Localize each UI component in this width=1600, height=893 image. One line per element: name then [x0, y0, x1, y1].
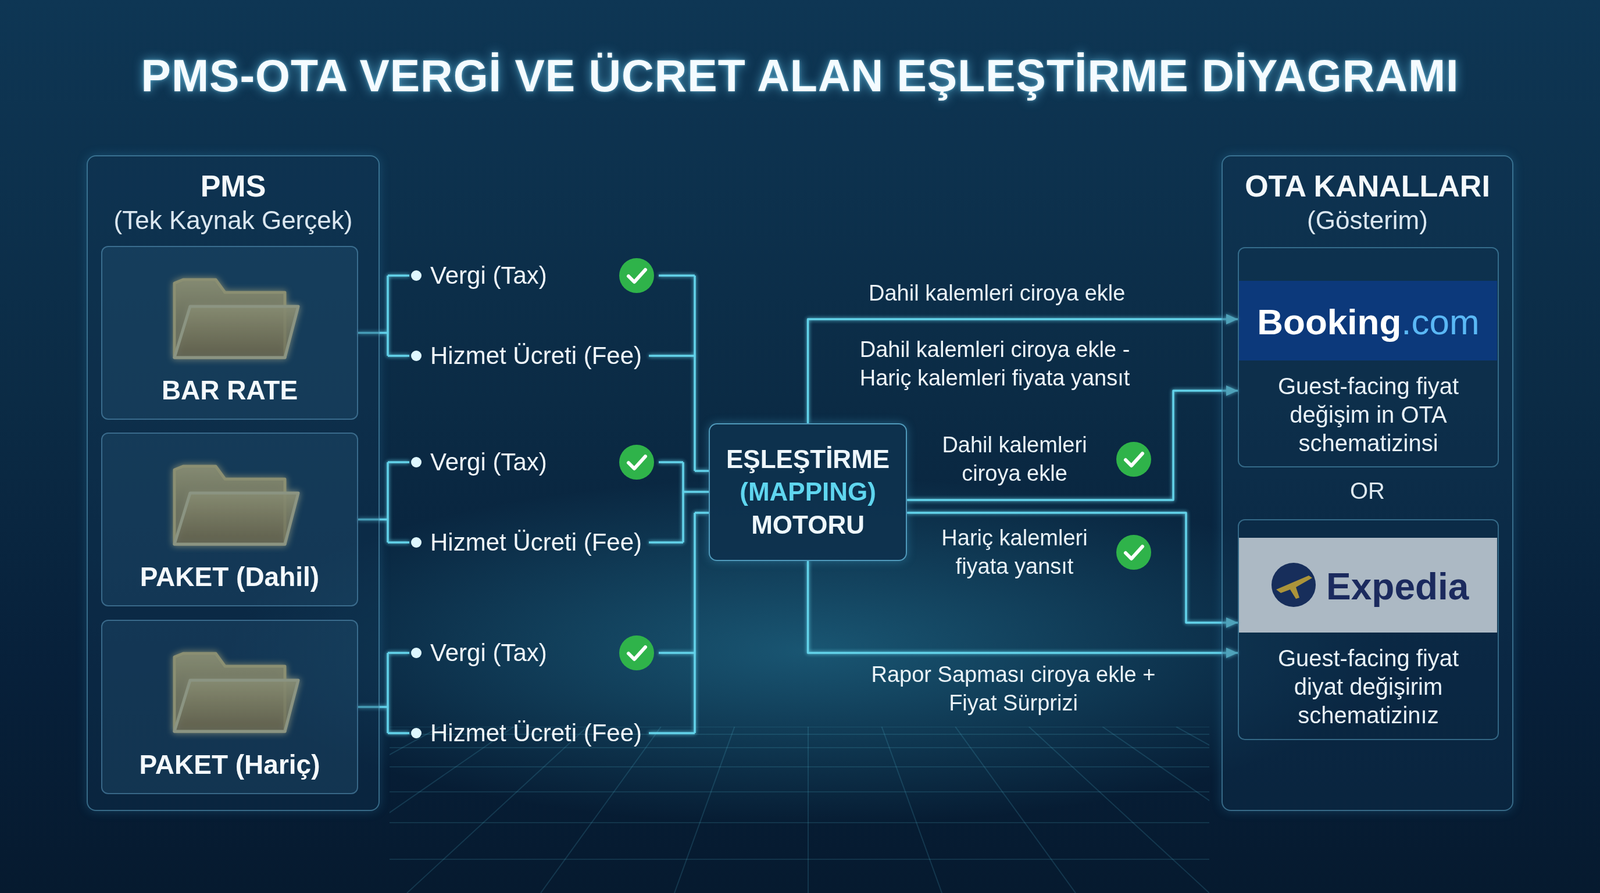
field-label: Hizmet Ücreti (Fee): [430, 341, 642, 370]
branch-dot: [411, 456, 422, 468]
grid-line: [955, 726, 1076, 893]
edge-label: Hariç kalemleri fiyata yansıt: [921, 523, 1108, 582]
edge-label: Rapor Sapması ciroya ekle + Fiyat Sürpri…: [870, 660, 1156, 719]
field-label: Vergi (Tax): [430, 261, 548, 290]
branch-dot: [411, 350, 422, 362]
connector: [808, 319, 1238, 424]
field-label: Vergi (Tax): [430, 638, 548, 667]
node-title: Booking: [1256, 301, 1402, 343]
logo-row: Expedia: [1238, 538, 1498, 634]
field-label: Vergi (Tax): [430, 448, 548, 477]
edge-label: Dahil kalemleri ciroya ekle: [921, 430, 1108, 489]
connector: [906, 390, 1238, 500]
branch-dots: [411, 270, 422, 739]
check-icons: [619, 258, 1152, 671]
grid-floor: [389, 726, 1210, 893]
branch-dot: [411, 727, 422, 739]
node-text: (Gösterim): [1306, 204, 1428, 237]
grid-line: [389, 726, 514, 893]
field-label: Hizmet Ücreti (Fee): [430, 719, 642, 748]
grid-line: [389, 766, 1210, 768]
node-title: PMS: [200, 168, 267, 205]
node-title: BAR RATE: [161, 374, 298, 406]
grid-line: [389, 822, 1210, 824]
diagram-title: PMS-OTA VERGİ VE ÜCRET ALAN EŞLEŞTİRME D…: [0, 50, 1600, 102]
logo-row: Booking.com: [1238, 281, 1498, 362]
rate-box: PAKET (Hariç): [101, 619, 359, 795]
grid-line: [1176, 726, 1210, 893]
ota-card: ExpediaGuest-facing fiyat diyat değişiri…: [1237, 519, 1499, 741]
grid-line: [674, 726, 735, 893]
edge-group: [358, 275, 1238, 734]
rule-note: Dahil kalemleri ciroya ekle - Hariç kale…: [849, 335, 1141, 394]
connector: [358, 512, 709, 734]
grid-line: [389, 791, 1210, 793]
grid-line: [389, 726, 441, 893]
branch-dot: [411, 270, 422, 281]
check-icon: [619, 258, 655, 294]
node-title: EŞLEŞTİRME: [726, 443, 890, 476]
branch-dot: [411, 647, 422, 659]
pms-panel: BAR RATE PAKET (Dahil) PAKET (Hariç) PMS(Te…: [86, 155, 380, 812]
node-text: Guest-facing fiyat değişim in OTA schema…: [1238, 372, 1498, 457]
grid-line: [389, 858, 1210, 860]
grid-line: [406, 726, 588, 893]
grid-line: [389, 747, 1210, 749]
connector: [358, 275, 709, 471]
rate-box: BAR RATE: [101, 245, 359, 420]
node-title: PAKET (Dahil): [140, 561, 320, 593]
node-text: .com: [1401, 301, 1480, 343]
node-text: (MAPPING): [739, 475, 877, 509]
node-title: OTA KANALLARI: [1244, 168, 1491, 205]
check-icon: [619, 635, 655, 671]
check-icon: [619, 444, 655, 480]
node-title: Expedia: [1326, 565, 1469, 609]
connector: [906, 512, 1238, 623]
field-label: Hizmet Ücreti (Fee): [430, 528, 642, 557]
grid-line: [1102, 726, 1210, 893]
grid-line: [881, 726, 942, 893]
or-label: OR: [1350, 477, 1385, 505]
branch-dot: [411, 537, 422, 548]
check-icon: [1116, 534, 1152, 570]
edge-label: Dahil kalemleri ciroya ekle: [868, 279, 1125, 308]
node-text: Guest-facing fiyat diyat değişirim schem…: [1238, 644, 1498, 730]
node-text: (Tek Kaynak Gerçek): [113, 204, 353, 237]
ota-card: Booking.comGuest-facing fiyat değişim in…: [1237, 247, 1499, 468]
mapping-engine-box: EŞLEŞTİRME(MAPPING)MOTORU: [708, 423, 907, 562]
node-title: PAKET (Hariç): [139, 748, 321, 781]
grid-line: [1029, 726, 1210, 893]
horizon-glow: [226, 476, 1390, 826]
rate-box: PAKET (Dahil): [101, 432, 359, 607]
grid-line: [807, 726, 809, 893]
grid-line: [540, 726, 662, 893]
node-text: MOTORU: [751, 508, 865, 542]
check-icon: [1116, 441, 1152, 477]
